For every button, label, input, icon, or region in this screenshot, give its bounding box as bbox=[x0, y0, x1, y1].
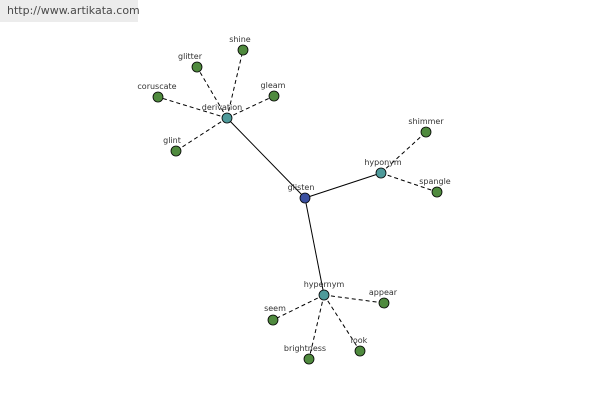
label-hyponym: hyponym bbox=[364, 158, 402, 167]
label-spangle: spangle bbox=[419, 177, 451, 186]
node-hyponym[interactable] bbox=[375, 167, 387, 179]
edge-root-derivation bbox=[226, 117, 306, 199]
label-derivation: derivation bbox=[202, 103, 242, 112]
edge-root-hyponym bbox=[304, 172, 382, 199]
node-brightness[interactable] bbox=[303, 353, 315, 365]
node-shimmer[interactable] bbox=[420, 126, 432, 138]
node-coruscate[interactable] bbox=[152, 91, 164, 103]
edge-hyponym-shimmer bbox=[380, 131, 427, 174]
label-glint: glint bbox=[163, 136, 181, 145]
edge-hypernym-brightness bbox=[308, 294, 325, 360]
label-appear: appear bbox=[369, 288, 398, 297]
label-seem: seem bbox=[264, 304, 286, 313]
edge-root-hypernym bbox=[304, 197, 325, 296]
node-spangle[interactable] bbox=[431, 186, 443, 198]
node-seem[interactable] bbox=[267, 314, 279, 326]
label-glisten: glisten bbox=[288, 183, 315, 192]
node-hypernym[interactable] bbox=[318, 289, 330, 301]
node-gleam[interactable] bbox=[268, 90, 280, 102]
label-look: look bbox=[351, 336, 368, 345]
label-brightness: brightness bbox=[284, 344, 326, 353]
label-coruscate: coruscate bbox=[137, 82, 176, 91]
edge-derivation-shine bbox=[226, 49, 244, 119]
edge-hypernym-appear bbox=[323, 294, 385, 304]
node-glint[interactable] bbox=[170, 145, 182, 157]
label-shine: shine bbox=[229, 35, 251, 44]
edge-derivation-coruscate bbox=[157, 96, 228, 119]
label-glitter: glitter bbox=[178, 52, 203, 61]
label-hypernym: hypernym bbox=[304, 280, 345, 289]
label-gleam: gleam bbox=[261, 81, 286, 90]
source-url: http://www.artikata.com bbox=[0, 0, 140, 22]
node-shine[interactable] bbox=[237, 44, 249, 56]
edge-derivation-glitter bbox=[196, 66, 228, 119]
edge-derivation-glint bbox=[175, 117, 228, 152]
node-glisten[interactable] bbox=[299, 192, 311, 204]
edge-derivation-gleam bbox=[226, 95, 275, 119]
node-derivation[interactable] bbox=[221, 112, 233, 124]
edge-hyponym-spangle bbox=[380, 172, 438, 193]
edge-hypernym-seem bbox=[272, 294, 325, 321]
node-appear[interactable] bbox=[378, 297, 390, 309]
node-glitter[interactable] bbox=[191, 61, 203, 73]
node-look[interactable] bbox=[354, 345, 366, 357]
label-shimmer: shimmer bbox=[408, 117, 444, 126]
